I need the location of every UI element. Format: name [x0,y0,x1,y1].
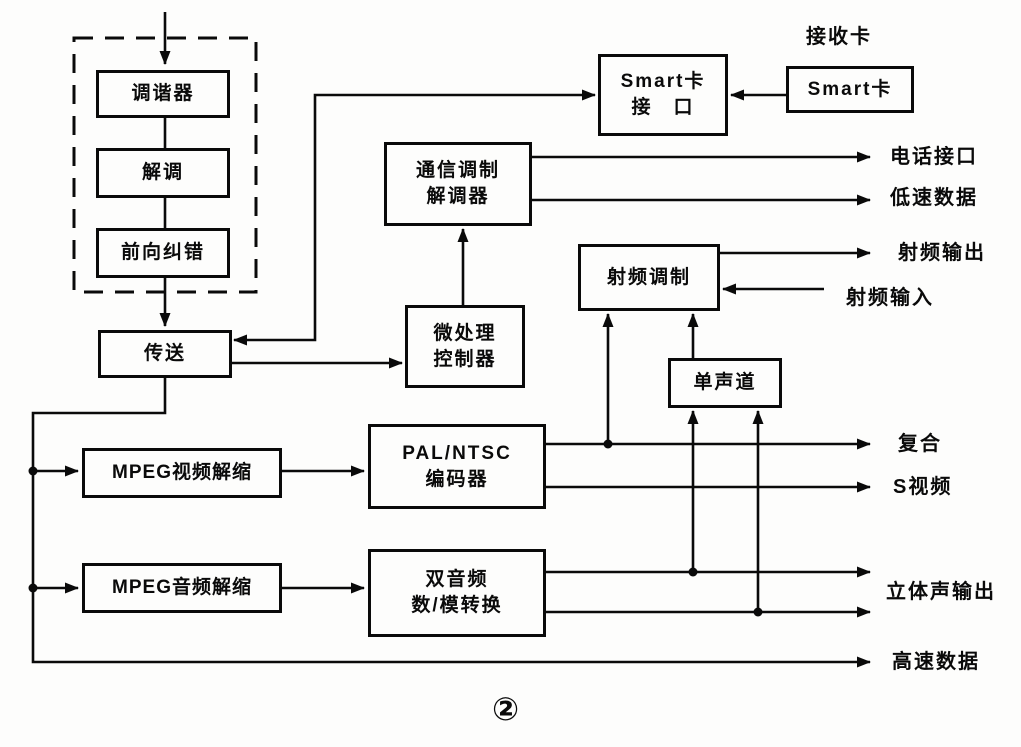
block-dual-audio-dac-line1: 双音频 [425,569,489,591]
block-transport: 传送 [98,330,232,378]
block-tuner: 调谐器 [96,70,230,118]
block-micro-controller-line2: 控制器 [433,348,497,370]
block-mono-channel-label: 单声道 [693,372,757,394]
block-comm-modem-line1: 通信调制 [415,160,500,182]
block-mpeg-video: MPEG视频解缩 [82,448,282,498]
label-high-speed-data: 高速数据 [892,651,980,673]
label-low-speed-data: 低速数据 [890,187,978,209]
block-micro-controller-line1: 微处理 [433,322,497,344]
block-fec: 前向纠错 [96,228,230,278]
block-pal-ntsc-line2: 编码器 [425,468,489,490]
block-smart-card: Smart卡 [786,66,914,113]
block-smart-card-label: Smart卡 [807,78,893,100]
block-mono-channel: 单声道 [668,358,782,408]
block-comm-modem: 通信调制 解调器 [384,142,532,226]
block-pal-ntsc-line1: PAL/NTSC [402,442,512,464]
block-mpeg-audio: MPEG音频解缩 [82,563,282,613]
label-s-video: S视频 [893,476,953,498]
block-smart-card-interface-line2: 接 口 [631,97,695,118]
block-demodulator: 解调 [96,148,230,198]
block-tuner-label: 调谐器 [131,83,195,105]
label-composite: 复合 [898,433,942,455]
block-pal-ntsc-encoder: PAL/NTSC 编码器 [368,424,546,509]
block-demodulator-label: 解调 [141,162,184,184]
junction-dots [28,439,763,617]
block-mpeg-audio-label: MPEG音频解缩 [112,577,252,599]
connector-bus-highspeed [31,378,871,668]
block-rf-modulator: 射频调制 [578,244,720,311]
label-phone-interface: 电话接口 [890,146,978,168]
block-micro-controller: 微处理 控制器 [405,305,525,388]
block-dual-audio-dac-line2: 数/模转换 [411,595,503,616]
block-fec-label: 前向纠错 [120,242,205,264]
label-stereo-output: 立体声输出 [886,581,996,603]
connector-transport-smartcard-interface [233,89,596,346]
block-dual-audio-dac: 双音频 数/模转换 [368,549,546,637]
label-rf-input: 射频输入 [846,287,934,309]
block-transport-label: 传送 [143,343,186,365]
figure-number: ② [492,691,520,727]
block-rf-modulator-label: 射频调制 [606,266,691,288]
block-mpeg-video-label: MPEG视频解缩 [112,462,252,484]
block-smart-card-interface: Smart卡 接 口 [598,54,728,136]
block-smart-card-interface-line1: Smart卡 [620,71,706,93]
label-receiver-card: 接收卡 [806,26,872,48]
block-comm-modem-line2: 解调器 [426,186,490,207]
label-rf-output: 射频输出 [898,242,986,264]
